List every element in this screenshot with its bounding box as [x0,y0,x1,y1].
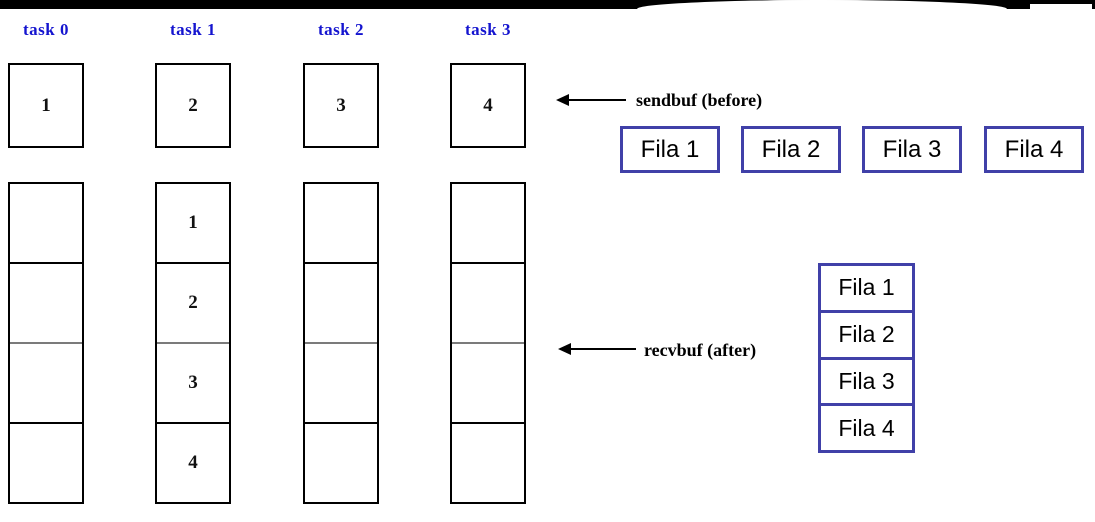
sendbuf-label: sendbuf (before) [636,90,763,110]
fila-row-box-1: Fila 1 [620,126,720,173]
sendbuf-arrow-line [568,99,626,101]
recvbuf-cell: 4 [188,452,198,473]
sendbuf-cell-task-2: 3 [303,63,379,148]
sendbuf-cell-task-0: 1 [8,63,84,148]
recvbuf-stack-task-3 [450,182,526,504]
recvbuf-cell: 3 [157,344,229,424]
recvbuf-cell [452,264,524,344]
fila-column-cell-4: Fila 4 [838,414,895,441]
recvbuf-cell [305,184,377,264]
recvbuf-arrow-line [570,348,636,350]
recvbuf-cell [452,424,524,502]
top-smudge-blob-right [1030,4,1092,9]
fila-column-cell-2: Fila 2 [821,313,912,360]
recvbuf-cell: 1 [157,184,229,264]
fila-column-stack: Fila 1 Fila 2 Fila 3 Fila 4 [818,263,915,453]
recvbuf-arrow-head-icon [558,343,571,355]
task-label-0: task 0 [23,20,69,39]
recvbuf-cell [10,184,82,264]
recvbuf-cell [305,344,377,424]
fila-row-box-2: Fila 2 [741,126,841,173]
top-black-band [0,0,1095,9]
recvbuf-cell [305,424,377,502]
task-label-3: task 3 [465,20,511,39]
task-label-2: task 2 [318,20,364,39]
recvbuf-cell: 2 [157,264,229,344]
fila-row-box-4: Fila 4 [984,126,1084,173]
fila-column-cell-3: Fila 3 [821,360,912,407]
sendbuf-cell-task-3: 4 [450,63,526,148]
sendbuf-arrow-head-icon [556,94,569,106]
sendbuf-cell-task-1: 2 [155,63,231,148]
top-smudge-blob-inner [690,0,940,6]
recvbuf-cell [10,424,82,502]
fila-row-box-3: Fila 3 [862,126,962,173]
recvbuf-cell [305,264,377,344]
fila-column-cell-1: Fila 1 [821,266,912,313]
recvbuf-label: recvbuf (after) [644,340,757,360]
recvbuf-cell [10,264,82,344]
recvbuf-stack-task-2 [303,182,379,504]
task-label-1: task 1 [170,20,216,39]
recvbuf-stack-task-1: 1 2 3 4 [155,182,231,504]
recvbuf-cell [452,344,524,424]
recvbuf-cell [452,184,524,264]
recvbuf-cell [10,344,82,424]
recvbuf-stack-task-0 [8,182,84,504]
